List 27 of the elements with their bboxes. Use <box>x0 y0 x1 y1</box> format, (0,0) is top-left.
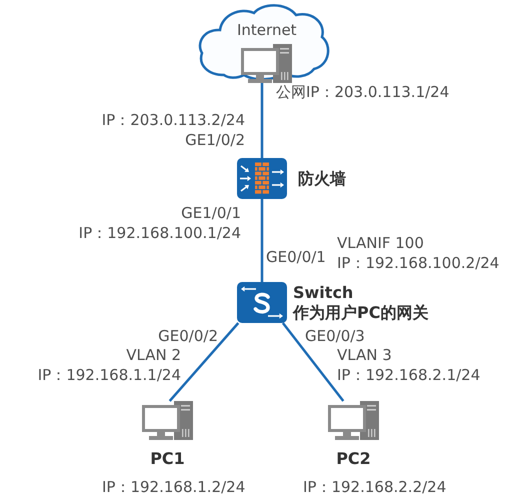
port-label: GE1/0/1 <box>181 204 241 222</box>
device-name: PC2 <box>336 449 371 469</box>
connection-line <box>260 83 264 158</box>
connection-line <box>282 322 344 402</box>
device-name: PC1 <box>150 449 185 469</box>
device-note: 作为用户PC的网关 <box>293 302 428 322</box>
ip-label: IP：192.168.100.2/24 <box>337 254 500 272</box>
ip-label: IP：192.168.100.1/24 <box>78 224 241 242</box>
port-label: GE0/0/2 <box>158 327 218 345</box>
computer-icon <box>241 44 292 83</box>
vlan-label: VLAN 3 <box>337 346 392 364</box>
interface-label: VLANIF 100 <box>337 234 424 252</box>
connection-line <box>260 199 264 282</box>
ip-label: IP：192.168.1.1/24 <box>38 366 181 384</box>
port-label: GE0/0/1 <box>266 248 326 266</box>
device-name: Switch <box>293 282 354 302</box>
cloud-label: Internet <box>237 21 297 39</box>
device-name: 防火墙 <box>298 168 346 188</box>
vlan-label: VLAN 2 <box>126 346 181 364</box>
port-label: GE0/0/3 <box>305 327 365 345</box>
port-label: GE1/0/2 <box>185 131 245 149</box>
connection-line <box>168 322 240 402</box>
ip-label: IP：192.168.2.1/24 <box>337 366 480 384</box>
ip-label: IP：192.168.1.2/24 <box>102 478 246 496</box>
ip-label: IP：203.0.113.2/24 <box>102 111 245 129</box>
ip-label: IP：192.168.2.2/24 <box>303 478 446 496</box>
ip-label: 公网IP：203.0.113.1/24 <box>276 83 450 101</box>
